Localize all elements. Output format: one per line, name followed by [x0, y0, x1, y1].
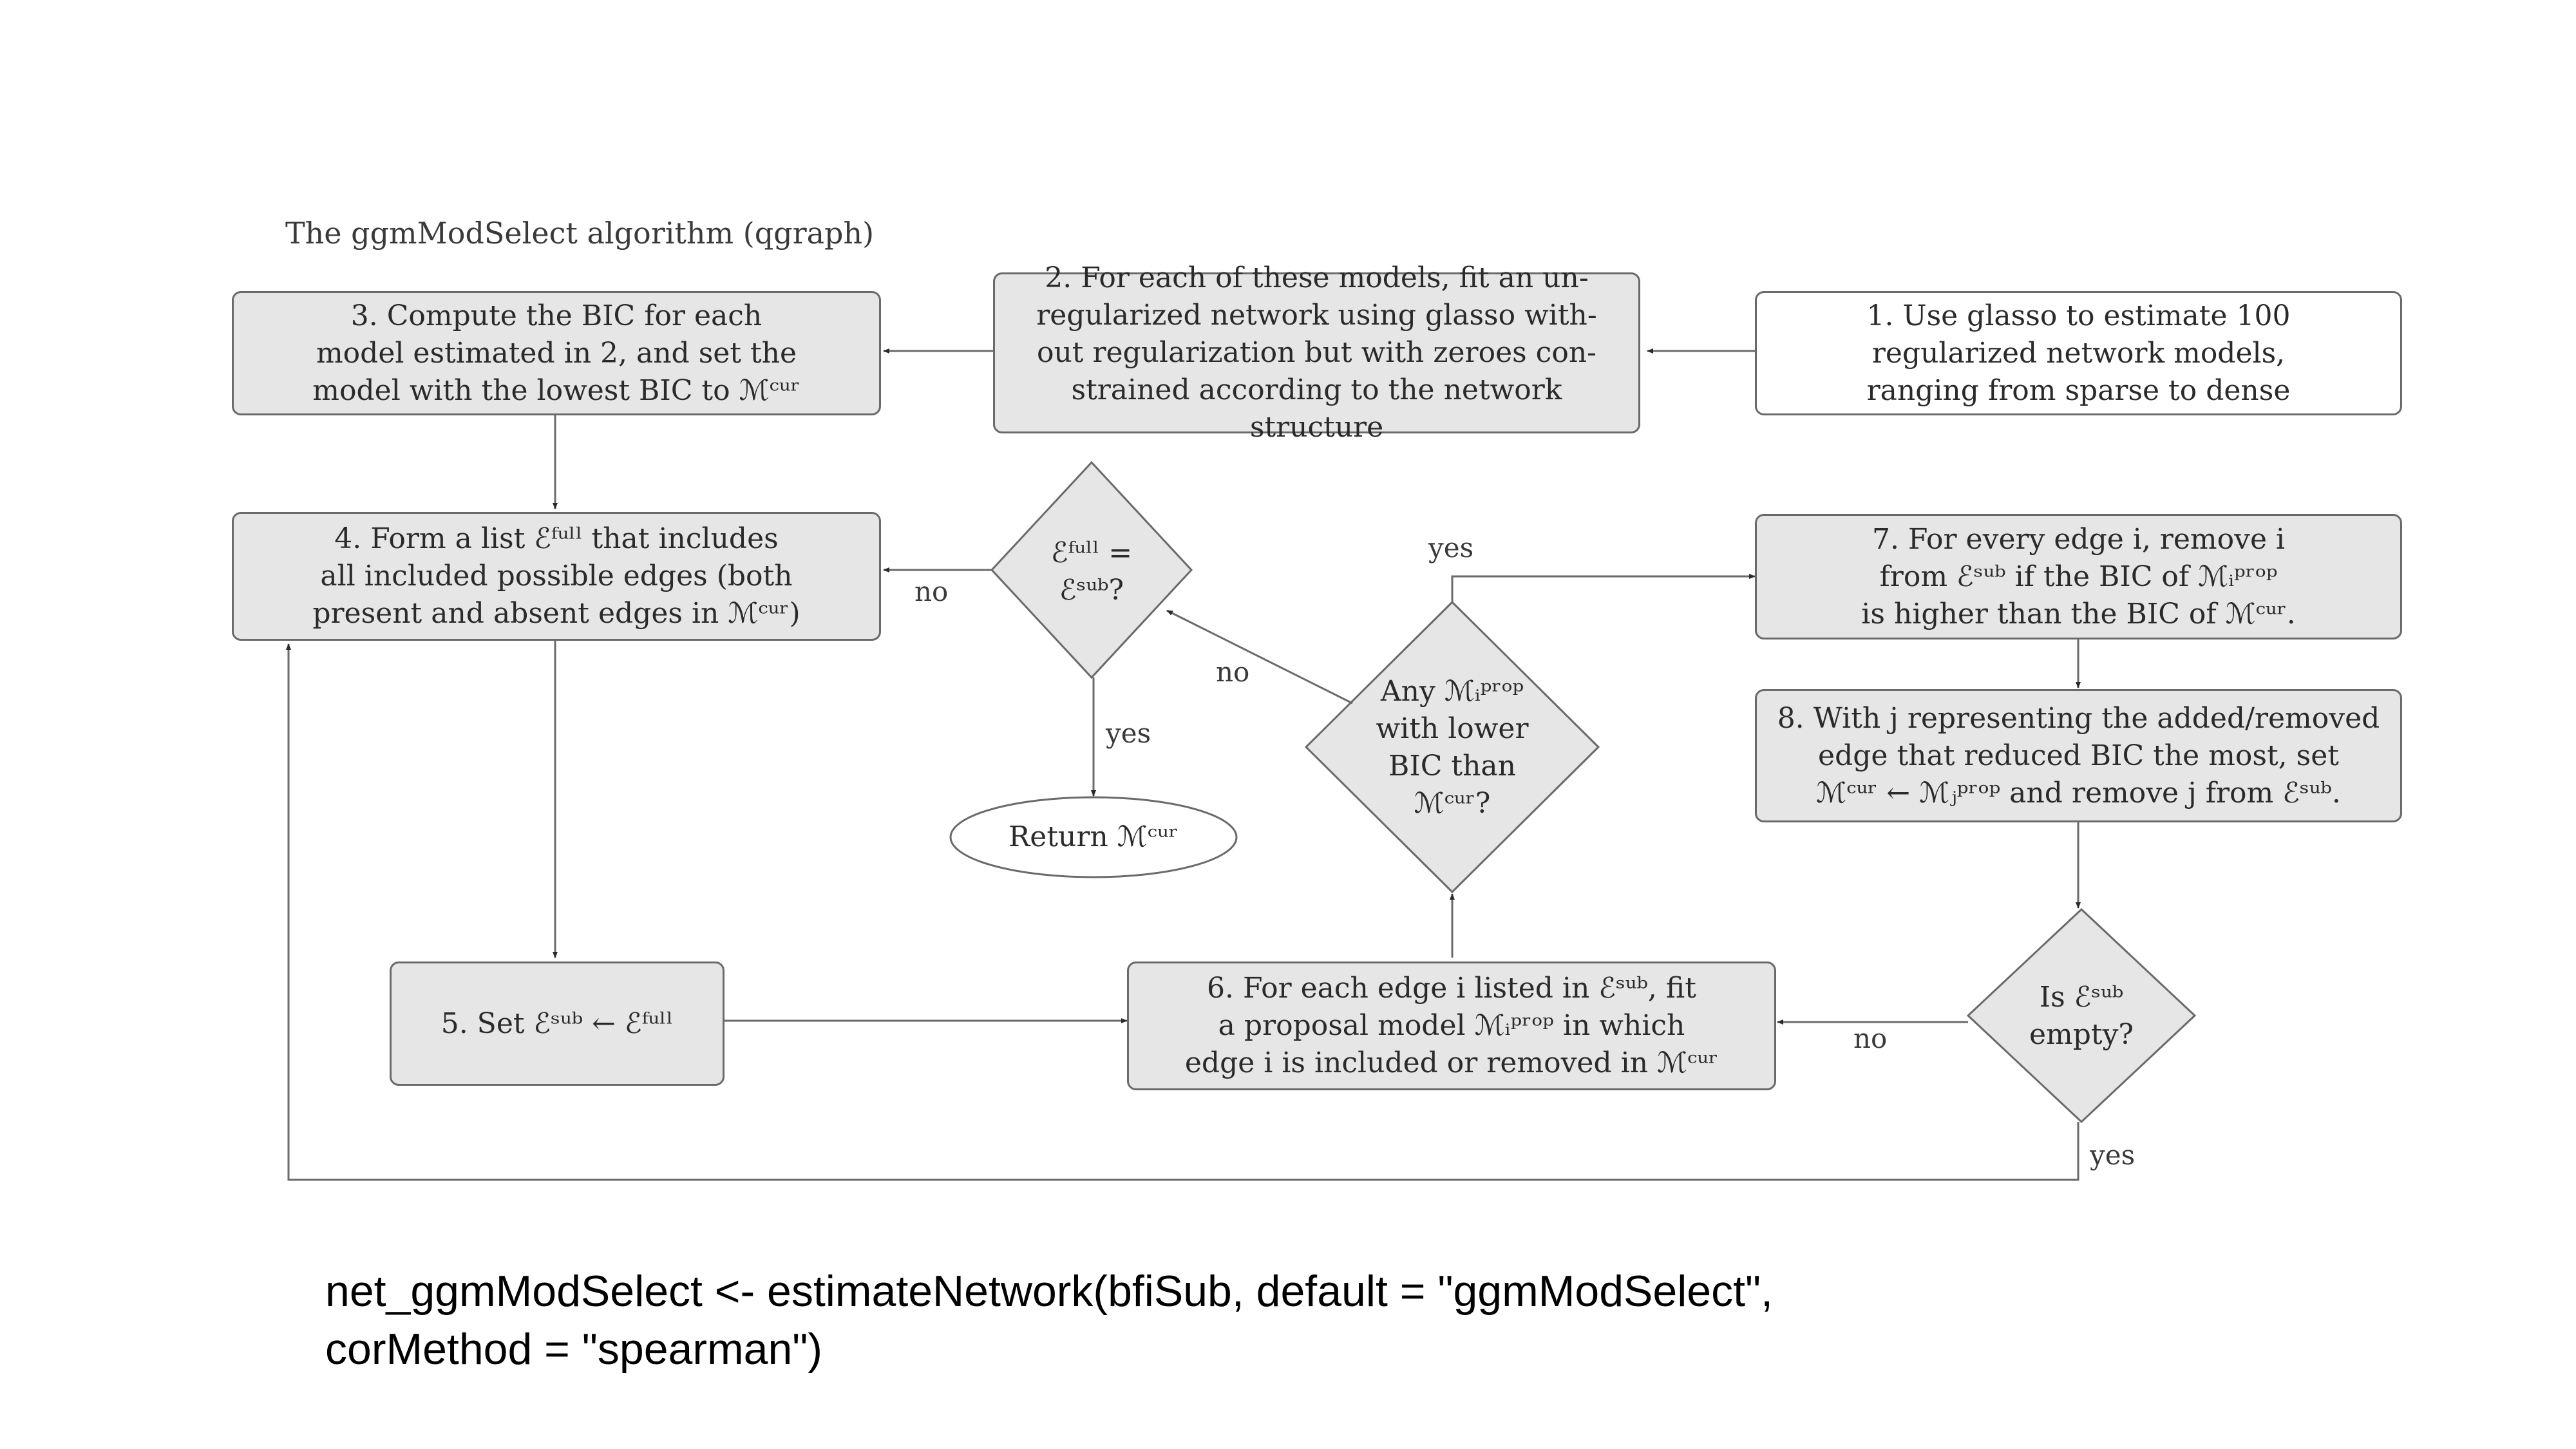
step8-line: ℳᶜᵘʳ ← ℳⱼᵖʳᵒᵖ and remove j from ℰˢᵘᵇ.: [1816, 776, 2341, 810]
step8-box: 8. With j representing the added/removed…: [1755, 689, 2402, 822]
decision-any-lower-shape: [1304, 600, 1600, 894]
decision-any-lower-line: ℳᶜᵘʳ?: [1414, 787, 1491, 820]
step1-line: regularized network models,: [1871, 336, 2286, 370]
diagram-title: The ggmModSelect algorithm (qgraph): [285, 216, 875, 251]
step2-line: regularized network using glasso with-: [1036, 299, 1597, 332]
step4-box: 4. Form a list ℰᶠᵘˡˡ that includes all in…: [232, 512, 881, 641]
step2-box: 2. For each of these models, fit an un-r…: [993, 261, 1640, 444]
step5-box: 5. Set ℰˢᵘᵇ ← ℰᶠᵘˡˡ: [390, 961, 724, 1086]
decision-sub-empty-shape: [1966, 907, 2197, 1124]
step3-line: model estimated in 2, and set the: [316, 336, 797, 370]
step6-box: 6. For each edge i listed in ℰˢᵘᵇ, fit a …: [1127, 961, 1776, 1090]
edge-label-no: no: [914, 576, 949, 607]
decision-sub-empty-text: Is ℰˢᵘᵇ empty?: [1985, 979, 2178, 1054]
edge-label-no: no: [1216, 656, 1250, 688]
decision-any-lower-line: with lower: [1376, 712, 1529, 745]
code-line: net_ggmModSelect <- estimateNetwork(bfiS…: [325, 1267, 1774, 1316]
step6-line: edge i is included or removed in ℳᶜᵘʳ: [1184, 1046, 1719, 1079]
step2-line: out regularization but with zeroes con-: [1036, 336, 1597, 369]
step8-line: edge that reduced BIC the most, set: [1818, 739, 2339, 772]
step1-line: ranging from sparse to dense: [1866, 374, 2291, 407]
edge-label-yes: yes: [1106, 717, 1151, 749]
decision-any-lower-text: Any ℳᵢᵖʳᵒᵖ with lower BIC than ℳᶜᵘʳ?: [1336, 673, 1568, 822]
edge-label-no: no: [1853, 1023, 1888, 1054]
step5-line: 5. Set ℰˢᵘᵇ ← ℰᶠᵘˡˡ: [440, 1007, 674, 1040]
edge-label-yes: yes: [1428, 532, 1474, 564]
arrow-decision2-to-step7: [1451, 574, 1756, 602]
step1-box: 1. Use glasso to estimate 100 regularized…: [1755, 291, 2402, 415]
step8-line: 8. With j representing the added/removed: [1777, 701, 2380, 735]
step7-line: from ℰˢᵘᵇ if the BIC of ℳᵢᵖʳᵒᵖ: [1879, 560, 2278, 593]
decision-full-eq-sub-text: ℰᶠᵘˡˡ = ℰˢᵘᵇ?: [1008, 535, 1175, 609]
step4-line: 4. Form a list ℰᶠᵘˡˡ that includes: [334, 522, 779, 555]
decision-full-eq-sub-line: ℰᶠᵘˡˡ =: [1050, 536, 1133, 569]
step1-line: 1. Use glasso to estimate 100: [1866, 299, 2291, 332]
step3-line: 3. Compute the BIC for each: [350, 299, 762, 332]
step7-line: 7. For every edge i, remove i: [1871, 522, 2286, 556]
step2-line: strained according to the network struct…: [1071, 374, 1562, 444]
step4-line: present and absent edges in ℳᶜᵘʳ): [312, 597, 800, 630]
step7-line: is higher than the BIC of ℳᶜᵘʳ.: [1861, 597, 2296, 630]
step7-box: 7. For every edge i, remove i from ℰˢᵘᵇ i…: [1755, 514, 2402, 639]
edge-label-yes: yes: [2090, 1139, 2136, 1171]
arrow-decision3-to-step4-loop: [286, 643, 2079, 1181]
terminal-return-shape: [949, 796, 1238, 878]
terminal-return-text: Return ℳᶜᵘʳ: [1009, 820, 1179, 853]
decision-any-lower-line: BIC than: [1388, 750, 1516, 782]
decision-full-eq-sub-line: ℰˢᵘᵇ?: [1059, 574, 1124, 607]
decision-full-eq-sub-shape: [990, 460, 1193, 679]
arrow-decision2-to-decision1: [1166, 609, 1353, 705]
code-line: corMethod = "spearman"): [325, 1325, 823, 1374]
step6-line: a proposal model ℳᵢᵖʳᵒᵖ in which: [1218, 1009, 1685, 1042]
step6-line: 6. For each edge i listed in ℰˢᵘᵇ, fit: [1207, 972, 1696, 1005]
decision-sub-empty-line: Is ℰˢᵘᵇ: [2039, 981, 2124, 1014]
step3-line: model with the lowest BIC to ℳᶜᵘʳ: [312, 374, 800, 407]
decision-any-lower-line: Any ℳᵢᵖʳᵒᵖ: [1380, 675, 1524, 708]
step3-box: 3. Compute the BIC for each model estimat…: [232, 291, 881, 415]
step4-line: all included possible edges (both: [320, 560, 793, 592]
step2-line: 2. For each of these models, fit an un-: [1045, 261, 1589, 294]
code-snippet: net_ggmModSelect <- estimateNetwork(bfiS…: [325, 1262, 1773, 1378]
decision-sub-empty-line: empty?: [2029, 1018, 2134, 1051]
